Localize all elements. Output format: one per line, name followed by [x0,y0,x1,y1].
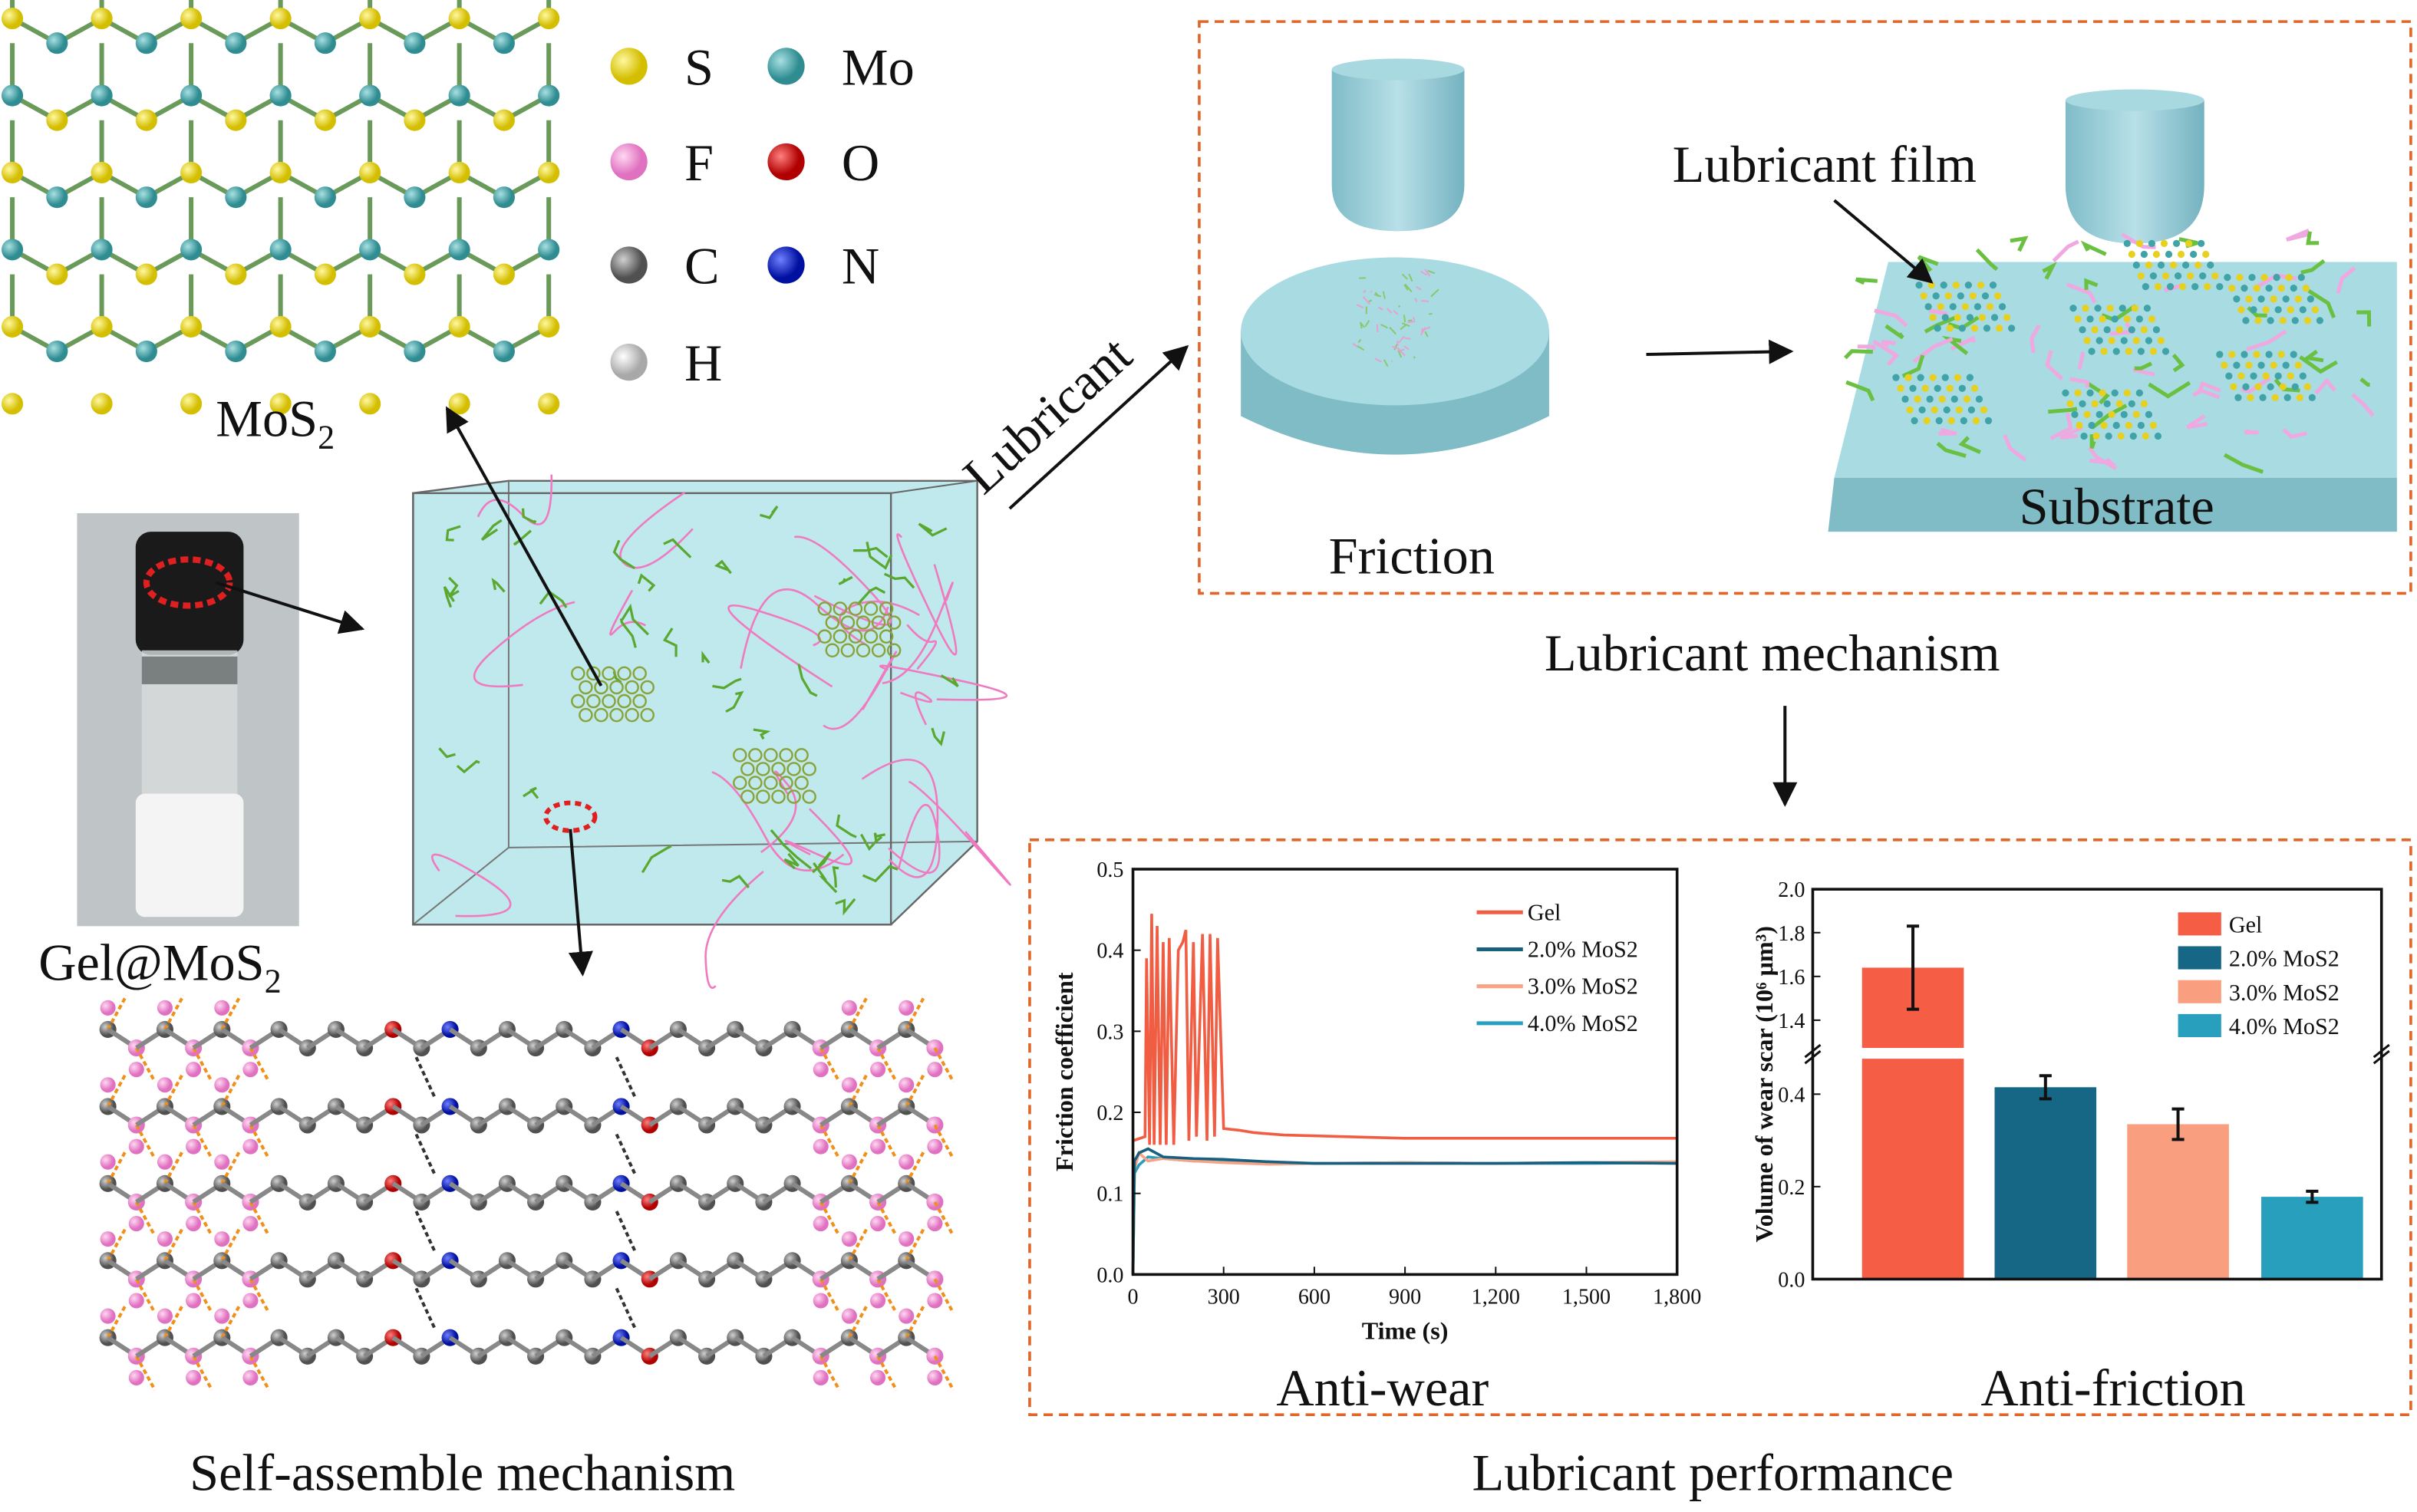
atom-mo-icon [767,48,804,84]
y-tick-label: 1.8 [1778,922,1805,946]
gel-mos2-label: Gel@MoS2 [38,934,281,1000]
legend-swatch [2178,912,2221,935]
legend-item: 4.0% MoS2 [2178,1013,2340,1039]
bar-rect [1995,1087,2097,1279]
bar-lower-segment [1862,1059,1964,1279]
y-tick-label: 0.2 [1096,1102,1123,1125]
y-tick-label: 0.2 [1778,1176,1805,1200]
substrate-label: Substrate [2020,477,2214,535]
bar-2 [2127,1109,2229,1280]
atom-legend-item-o: O [767,133,879,192]
mos2-lattice-illustration [2,0,559,414]
legend-label: 4.0% MoS2 [2229,1013,2340,1039]
y-tick-label: 1.6 [1778,966,1805,990]
lubricant-mechanism-label: Lubricant mechanism [1545,624,2000,682]
x-tick-label: 0 [1128,1286,1139,1309]
atom-legend-label: H [684,334,722,392]
x-tick-label: 600 [1298,1286,1331,1309]
friction-coefficient-chart: 0 300 600 900 1,200 1,500 1,800 0.0 0.1 0.2 0.3 0.4… [1050,858,1701,1345]
x-tick-label: 900 [1389,1286,1421,1309]
anti-friction-label: Anti-friction [1980,1359,2245,1417]
x-tick-label: 1,200 [1472,1286,1520,1309]
arrow-friction-to-film [1647,351,1792,354]
x-tick-label: 1,800 [1653,1286,1701,1309]
atom-legend-label: N [842,237,879,295]
atom-legend-item-h: H [611,334,723,392]
atom-c-icon [611,246,648,283]
legend-label: Gel [2229,911,2263,937]
y-tick-label: 0.0 [1096,1263,1123,1287]
arrow-to-film [1835,200,1932,282]
legend-label: 2.0% MoS2 [1528,937,1638,963]
legend-label: 2.0% MoS2 [2229,946,2340,972]
atom-legend-label: O [842,133,879,192]
lubricant-performance-label: Lubricant performance [1472,1444,1954,1502]
atom-legend-item-s: S [611,38,714,96]
friction-pin-and-disk [1241,58,1549,454]
bar-rect [2127,1124,2229,1279]
x-tick-label: 300 [1208,1286,1240,1309]
atom-legend-label: S [684,38,714,96]
legend-label: 4.0% MoS2 [1528,1010,1638,1036]
legend-swatch [2178,1014,2221,1037]
self-assemble-mechanism-label: Self-assemble mechanism [190,1444,735,1502]
atom-legend-label: F [684,133,714,192]
y-tick-label: 0.3 [1096,1020,1123,1044]
series-line-2 [1133,1153,1677,1275]
legend-item: Gel [1477,899,1561,925]
atom-legend-item-mo: Mo [767,38,914,96]
bar-3 [2261,1191,2363,1280]
mos2-label: MoS2 [216,390,335,456]
legend-item: 2.0% MoS2 [2178,946,2340,972]
gel-network-box [413,475,1010,988]
atom-s-icon [611,48,648,84]
atom-legend-item-n: N [767,237,879,295]
legend-label: 3.0% MoS2 [1528,973,1638,1000]
atom-f-icon [611,143,648,180]
x-axis-title: Time (s) [1362,1317,1449,1345]
self-assembled-molecular-structure [100,996,954,1390]
legend-item: 3.0% MoS2 [1477,973,1638,1000]
legend-item: Gel [2178,911,2263,937]
y-tick-label: 2.0 [1778,878,1805,902]
y-tick-label: 0.0 [1778,1268,1805,1292]
y-tick-label: 0.1 [1096,1183,1123,1207]
y-tick-label: 0.4 [1096,940,1123,964]
legend-label: 3.0% MoS2 [2229,980,2340,1006]
atom-o-icon [767,143,804,180]
bar-1 [1995,1076,2097,1279]
atom-legend-label: C [684,237,720,295]
legend-item: 4.0% MoS2 [1477,1010,1638,1036]
bar-rect [2261,1197,2363,1279]
atom-n-icon [767,246,804,283]
y-tick-label: 0.5 [1096,858,1123,882]
y-tick-label: 0.4 [1778,1083,1805,1107]
bar-0 [1862,926,1964,1279]
series-line-3 [1133,1157,1677,1274]
friction-label: Friction [1329,526,1495,585]
atom-legend-item-f: F [611,133,714,192]
y-axis-title: Friction coefficient [1050,972,1078,1171]
atom-legend-label: Mo [842,38,915,96]
y-tick-label: 1.4 [1778,1010,1805,1033]
legend-swatch [2178,980,2221,1003]
lubricant-film-label: Lubricant film [1673,135,1977,193]
gel-vial-photo [77,513,298,926]
legend-item: 2.0% MoS2 [1477,937,1638,963]
series-line-1 [1133,1149,1677,1275]
x-tick-label: 1,500 [1562,1286,1611,1309]
anti-wear-label: Anti-wear [1276,1359,1489,1417]
atom-legend-item-c: C [611,237,720,295]
legend-item: 3.0% MoS2 [2178,980,2340,1006]
legend-label: Gel [1528,899,1561,925]
atom-h-icon [611,344,648,380]
y-axis-title: Volume of wear scar (10⁶ μm³) [1750,926,1778,1243]
atom-legend: S MoF O C N H [611,38,915,392]
legend-swatch [2178,946,2221,969]
